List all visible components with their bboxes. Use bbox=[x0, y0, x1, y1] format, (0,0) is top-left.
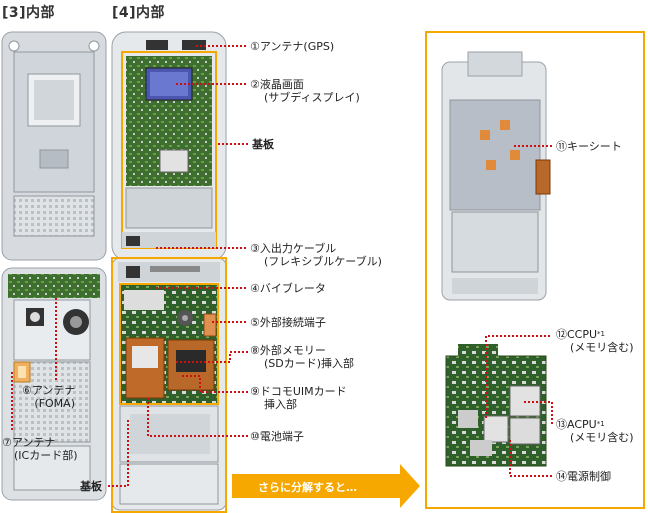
label-acpu-line2: (メモリ含む) bbox=[570, 431, 634, 444]
label-uim-slot-line2: 挿入部 bbox=[264, 398, 297, 411]
label-ccpu-line2: (メモリ含む) bbox=[570, 341, 634, 354]
label-ext-connector: ⑤外部接続端子 bbox=[250, 316, 326, 329]
key-sheet-assembly bbox=[441, 51, 551, 301]
label-io-cable-line1: ③入出力ケーブル bbox=[250, 242, 337, 255]
left-phone-upper bbox=[1, 31, 107, 261]
disassemble-arrow-text: さらに分解すると… bbox=[258, 481, 357, 494]
label-sd-slot-line1: ⑧外部メモリー bbox=[250, 344, 326, 357]
label-gps-antenna: ①アンテナ(GPS) bbox=[250, 40, 335, 53]
label-sd-slot-line2: (SDカード)挿入部 bbox=[264, 357, 355, 370]
label-ccpu: ⑫CCPU*1 (メモリ含む) bbox=[556, 328, 634, 354]
label-board-top: 基板 bbox=[252, 138, 274, 151]
label-uim-slot: ⑨ドコモUIMカード 挿入部 bbox=[250, 385, 347, 411]
label-power-control: ⑭電源制御 bbox=[556, 470, 611, 483]
label-lcd: ②液晶画面 (サブディスプレイ) bbox=[250, 78, 360, 104]
label-sd-slot: ⑧外部メモリー (SDカード)挿入部 bbox=[250, 344, 354, 370]
label-acpu: ⑬ACPU*1 (メモリ含む) bbox=[556, 418, 634, 444]
label-foma-antenna-line2: (FOMA) bbox=[34, 397, 75, 410]
label-board-bottom: 基板 bbox=[80, 480, 102, 493]
label-io-cable-line2: (フレキシブルケーブル) bbox=[264, 255, 382, 268]
label-ccpu-line1: ⑫CCPU bbox=[556, 328, 598, 341]
label-ccpu-note: *1 bbox=[597, 330, 606, 338]
title-right: [4]内部 bbox=[112, 5, 166, 21]
label-io-cable: ③入出力ケーブル (フレキシブルケーブル) bbox=[250, 242, 382, 268]
label-acpu-line1: ⑬ACPU bbox=[556, 418, 597, 431]
label-battery-terminal: ⑩電池端子 bbox=[250, 430, 304, 443]
main-board bbox=[445, 344, 547, 467]
middle-phone-lower bbox=[111, 257, 227, 513]
label-ic-antenna-line1: ⑦アンテナ bbox=[2, 436, 56, 449]
label-vibrator: ④バイブレータ bbox=[250, 282, 326, 295]
label-acpu-note: *1 bbox=[596, 420, 605, 428]
left-phone-lower bbox=[1, 267, 107, 501]
middle-phone-upper bbox=[111, 31, 227, 261]
label-lcd-line1: ②液晶画面 bbox=[250, 78, 304, 91]
label-key-sheet: ⑪キーシート bbox=[556, 140, 622, 153]
label-foma-antenna: ⑥アンテナ (FOMA) bbox=[22, 384, 75, 410]
label-lcd-line2: (サブディスプレイ) bbox=[264, 91, 360, 104]
callout-lines bbox=[11, 45, 553, 487]
title-left: [3]内部 bbox=[2, 5, 56, 21]
label-foma-antenna-line1: ⑥アンテナ bbox=[22, 384, 76, 397]
label-ic-antenna: ⑦アンテナ (ICカード部) bbox=[2, 436, 78, 462]
disassemble-arrow bbox=[232, 464, 420, 508]
label-uim-slot-line1: ⑨ドコモUIMカード bbox=[250, 385, 347, 398]
label-ic-antenna-line2: (ICカード部) bbox=[14, 449, 78, 462]
